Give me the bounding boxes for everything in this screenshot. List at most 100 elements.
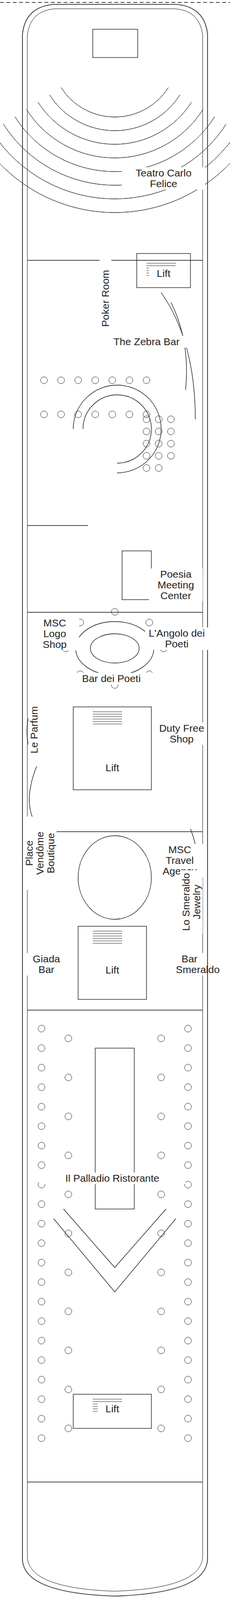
deck-drawing <box>184 1300 192 1308</box>
deck-drawing <box>167 453 175 460</box>
area-label: Le Parfum <box>28 694 41 768</box>
deck-drawing <box>83 395 152 464</box>
deck-drawing <box>74 377 82 385</box>
deck-drawing <box>38 1144 45 1151</box>
deck-drawing <box>78 927 147 1002</box>
deck-drawing <box>92 717 123 719</box>
deck-drawing <box>38 1319 45 1327</box>
deck-drawing <box>63 1211 167 1270</box>
deck-drawing <box>108 411 116 419</box>
deck-drawing <box>146 266 176 267</box>
deck-drawing <box>64 1232 72 1239</box>
deck-drawing <box>38 1280 45 1288</box>
deck-drawing <box>38 1241 45 1249</box>
deck-walls <box>26 29 203 1485</box>
deck-drawing <box>38 1222 45 1230</box>
deck-drawing <box>27 612 203 614</box>
deck-drawing <box>49 95 181 131</box>
deck-drawing <box>157 1427 165 1435</box>
deck-drawing <box>184 1105 192 1112</box>
deck-drawing <box>184 1026 192 1034</box>
deck-drawing <box>157 1192 165 1200</box>
deck-drawing <box>155 440 163 448</box>
deck-drawing <box>155 453 163 460</box>
deck-drawing <box>92 944 123 946</box>
deck-drawing <box>27 525 88 527</box>
deck-drawing <box>184 1378 192 1386</box>
deck-drawing <box>184 1222 192 1230</box>
deck-drawing <box>136 253 191 289</box>
deck-drawing <box>64 1388 72 1396</box>
deck-drawing <box>92 935 123 936</box>
deck-drawing <box>38 1105 45 1112</box>
deck-drawing <box>108 377 116 385</box>
deck-drawing <box>38 1417 45 1425</box>
deck-drawing <box>157 1232 165 1239</box>
area-label: MSC Logo Shop <box>30 618 80 652</box>
deck-drawing <box>64 1192 72 1200</box>
deck-drawing <box>73 1396 152 1431</box>
deck-drawing <box>40 377 48 385</box>
deck-drawing <box>27 8 203 1594</box>
deck-drawing <box>155 465 163 473</box>
deck-drawing <box>38 1437 45 1444</box>
deck-drawing <box>167 416 175 424</box>
deck-drawing <box>143 428 150 436</box>
deck-drawing <box>184 1319 192 1327</box>
deck-drawing <box>40 411 48 419</box>
deck-drawing <box>92 940 123 941</box>
area-label: Poesia Meeting Center <box>148 569 203 603</box>
deck-drawing <box>57 411 65 419</box>
deck-drawing <box>143 377 150 385</box>
area-label: Bar Smeraldo <box>174 954 205 978</box>
deck-drawing <box>38 1339 45 1347</box>
deck-drawing <box>157 1388 165 1396</box>
deck-drawing <box>38 1085 45 1093</box>
deck-drawing <box>167 440 175 448</box>
area-label: Lift <box>148 268 179 280</box>
deck-drawing <box>92 722 123 724</box>
deck-drawing <box>92 712 123 714</box>
deck-drawing <box>157 1153 165 1161</box>
deck-drawing <box>27 260 203 261</box>
area-label: Lift <box>97 1405 127 1418</box>
area-label: Place Vendôme Boutique <box>23 817 57 892</box>
area-label: Lo Smeraldo Jewelry <box>180 871 203 936</box>
deck-drawing <box>184 1163 192 1171</box>
deck-drawing <box>38 1378 45 1386</box>
deck-drawing <box>64 1153 72 1161</box>
area-label: Lift <box>97 763 127 775</box>
deck-drawing <box>64 1036 72 1044</box>
deck-drawing <box>92 937 123 939</box>
deck-drawing <box>184 1417 192 1425</box>
deck-drawing <box>38 1398 45 1405</box>
deck-drawing <box>64 1075 72 1083</box>
area-label: Giada Bar <box>26 954 66 978</box>
deck-drawing <box>157 1271 165 1278</box>
deck-drawing <box>64 1271 72 1278</box>
deck-drawing <box>125 411 133 419</box>
deck-drawing <box>73 708 152 792</box>
deck-drawing <box>38 1261 45 1269</box>
area-label: Lift <box>97 965 127 978</box>
deck-drawing <box>146 620 153 628</box>
deck-drawing <box>143 465 150 473</box>
deck-drawing <box>92 932 123 934</box>
deck-drawing <box>75 622 154 677</box>
deck-drawing <box>184 1183 192 1191</box>
deck-drawing <box>157 1114 165 1122</box>
deck-drawing <box>90 634 140 665</box>
deck-drawing <box>184 1437 192 1444</box>
deck-drawing <box>184 1359 192 1366</box>
deck-drawing <box>155 428 163 436</box>
deck-drawing <box>92 720 123 721</box>
deck-drawing <box>61 87 169 118</box>
deck-drawing <box>27 1484 203 1485</box>
deck-drawing <box>92 715 123 716</box>
deck-drawing <box>167 428 175 436</box>
deck-drawing <box>146 263 176 265</box>
deck-drawing <box>184 1280 192 1288</box>
area-label: Bar dei Poeti <box>62 673 161 686</box>
area-label: Duty Free Shop <box>157 723 207 747</box>
